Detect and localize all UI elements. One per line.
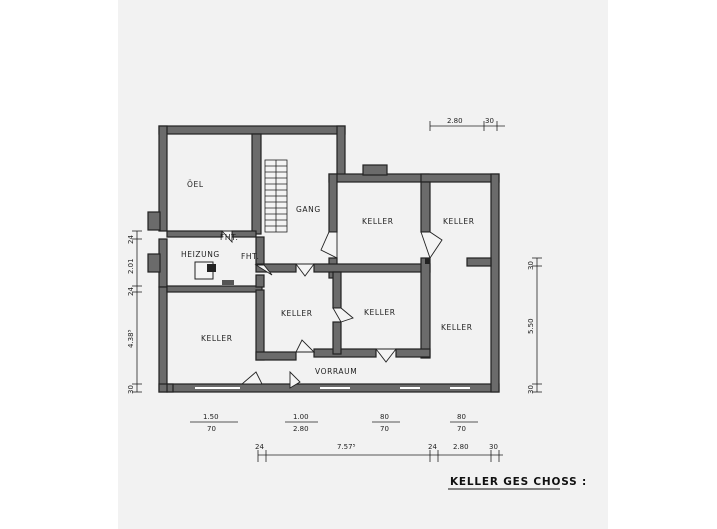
- room-label-vorraum: VORRAUM: [315, 367, 357, 376]
- dim-open4-bot: 70: [457, 425, 466, 433]
- dim-left-438: 4.38⁵: [127, 329, 135, 348]
- dim-bottom-24a: 24: [255, 443, 264, 451]
- dim-open1-top: 1.50: [203, 413, 219, 421]
- room-label-fht-2: FHT.: [241, 252, 259, 261]
- opening-dimensions: 1.50 70 1.00 2.80 80 70 80 70: [190, 413, 478, 433]
- dim-left-24a: 24: [127, 235, 135, 244]
- left-dimension: 24 2.01 24 4.38⁵ 30: [127, 230, 142, 394]
- room-label-heizung: HEIZUNG: [181, 250, 220, 259]
- dim-bottom-757: 7.57⁵: [337, 443, 356, 451]
- drawing-title: KELLER GES CHOSS :: [450, 476, 587, 488]
- dim-open3-top: 80: [380, 413, 389, 421]
- dim-right-30a: 30: [527, 261, 535, 270]
- room-label-keller-top: KELLER: [362, 217, 394, 226]
- dim-right-30b: 30: [527, 385, 535, 394]
- inner-walls: [166, 133, 492, 393]
- top-dimension: 2.80 30: [429, 117, 505, 131]
- room-label-keller-mid-left: KELLER: [281, 309, 313, 318]
- right-dimension: 30 5.50 30: [527, 257, 542, 394]
- boiler-burner-icon: [207, 264, 216, 272]
- room-label-keller-mid: KELLER: [364, 308, 396, 317]
- dim-open1-bot: 70: [207, 425, 216, 433]
- room-label-keller-bottom-left: KELLER: [201, 334, 233, 343]
- dim-bottom-24b: 24: [428, 443, 437, 451]
- dim-top-30: 30: [485, 117, 494, 125]
- room-label-keller-right: KELLER: [441, 323, 473, 332]
- staircase: [264, 159, 288, 233]
- room-label-gang: GANG: [296, 205, 321, 214]
- dim-left-24b: 24: [127, 287, 135, 296]
- dim-bottom-30: 30: [489, 443, 498, 451]
- dim-left-30: 30: [127, 385, 135, 394]
- dim-bottom-280: 2.80: [453, 443, 469, 451]
- dim-open2-top: 1.00: [293, 413, 309, 421]
- dim-open2-bot: 2.80: [293, 425, 309, 433]
- bottom-dimension: 24 7.57⁵ 24 2.80 30: [255, 443, 503, 462]
- dim-right-550: 5.50: [527, 318, 535, 334]
- room-label-keller-right-top: KELLER: [443, 217, 475, 226]
- dim-open3-bot: 70: [380, 425, 389, 433]
- room-label-oel: ÖEL: [187, 180, 204, 189]
- dim-left-201: 2.01: [127, 258, 135, 274]
- dim-open4-top: 80: [457, 413, 466, 421]
- dim-top-280: 2.80: [447, 117, 463, 125]
- doors: [220, 230, 443, 389]
- room-label-fht-1: FHT.: [220, 233, 238, 242]
